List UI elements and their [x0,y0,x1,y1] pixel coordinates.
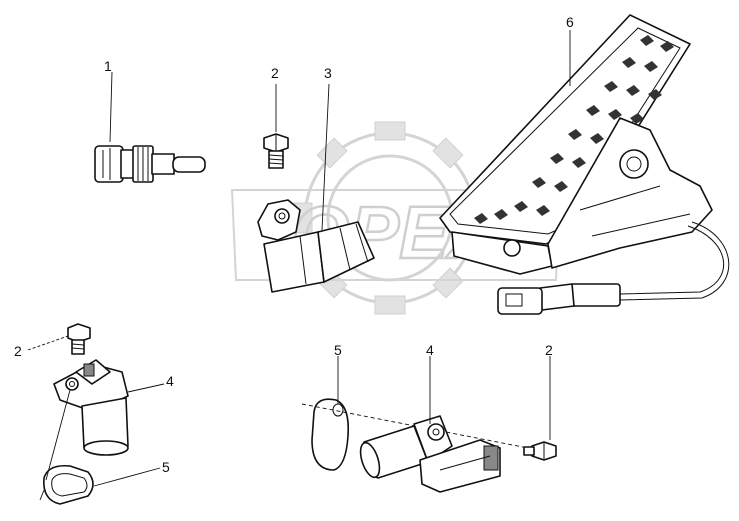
speed-sensor-part-left [53,359,129,456]
callout-4-right: 4 [426,342,434,358]
callout-5-left: 5 [162,459,170,475]
callout-2-top: 2 [271,65,279,81]
accelerator-pedal-part [439,14,730,315]
gasket-left-leader-b [39,489,45,501]
gasket-part-left [43,464,94,505]
callout-5-right: 5 [334,342,342,358]
bolt-part-top [263,133,289,169]
callout-3: 3 [324,65,332,81]
temperature-sensor-part [94,145,206,183]
bolt-part-left [67,323,91,355]
callout-5-left-leader [93,467,161,487]
callout-4-left: 4 [166,373,174,389]
position-sensor-part [257,199,375,293]
bolt-part-right [523,441,557,461]
callout-2-right: 2 [545,342,553,358]
gasket-left-leader-a [45,389,71,481]
callout-3-leader [321,83,330,231]
callout-2-left: 2 [14,343,22,359]
callout-1-leader [109,71,113,143]
callout-6: 6 [566,14,574,30]
callout-1: 1 [104,58,112,74]
speed-sensor-part-right [359,415,501,493]
gasket-part-right [311,398,350,471]
callout-2-left-leader [27,335,69,351]
callout-4-left-leader [127,383,165,393]
